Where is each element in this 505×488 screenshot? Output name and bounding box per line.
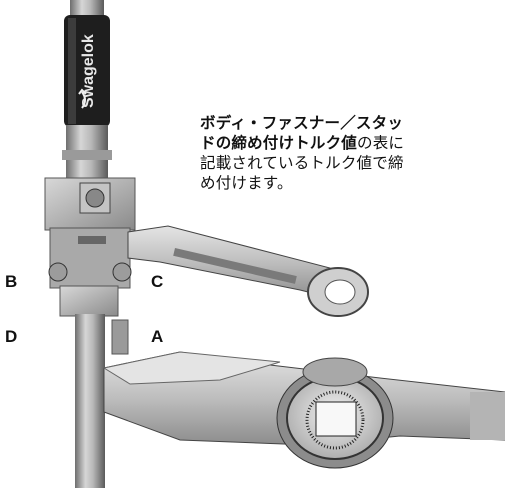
- lower-tube: [75, 314, 129, 488]
- valve-stem: [62, 125, 112, 180]
- open-end-wrench: [127, 225, 369, 317]
- valve-body: [44, 177, 136, 317]
- valve-handle: [64, 15, 110, 127]
- brand-text: Swagelok: [80, 34, 97, 108]
- label-d: D: [5, 327, 18, 346]
- label-a: A: [151, 327, 164, 346]
- caption-bold: ボディ・ファスナー／スタッドの締め付けトルク値: [200, 114, 404, 152]
- torque-dial: [276, 357, 394, 469]
- label-c: C: [151, 272, 164, 291]
- instruction-caption: ボディ・ファスナー／スタッドの締め付けトルク値の表に記載されているトルク値で締め…: [200, 113, 415, 193]
- caption-normal: の表に記載されているトルク値で締め付けます。: [200, 134, 405, 192]
- label-b: B: [5, 272, 18, 291]
- turn-arrow-icon: [78, 88, 87, 109]
